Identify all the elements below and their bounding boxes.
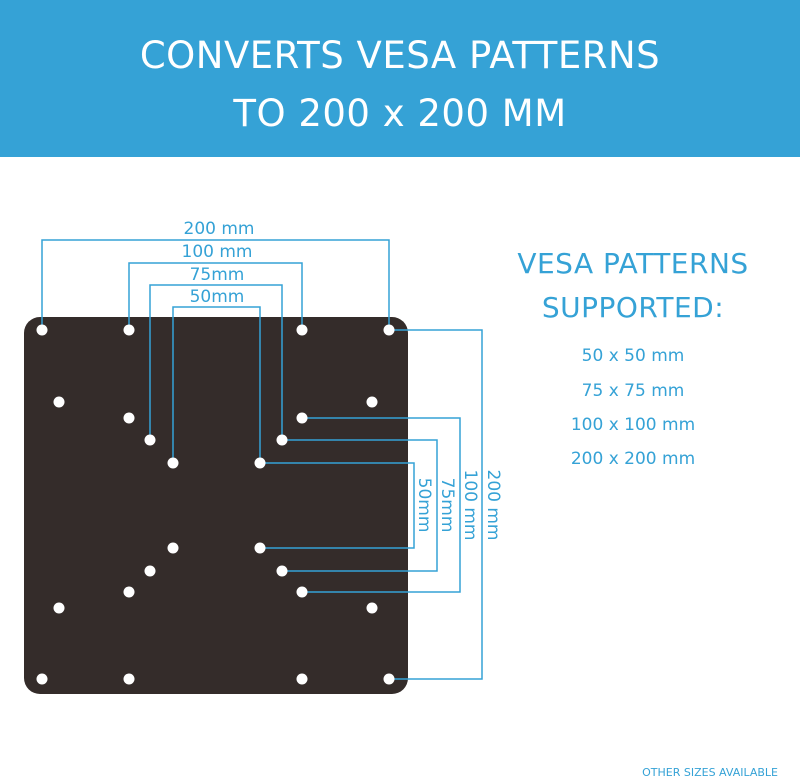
other-sizes-note: OTHER SIZES AVAILABLE [642,766,778,779]
mount-hole [276,565,288,577]
mount-hole [167,457,179,469]
mount-hole [123,586,135,598]
mount-hole [383,673,395,685]
dim-label-75-height: 75mm [437,478,457,533]
banner-title-line-1: CONVERTS VESA PATTERNS [139,34,661,77]
dim-line-75-height [282,439,438,572]
mount-hole [144,565,156,577]
adapter-plate [24,317,408,694]
dim-line-50-height [260,462,415,549]
supported-title-line-2: SUPPORTED: [541,291,725,324]
mount-hole [276,434,288,446]
header-banner: CONVERTS VESA PATTERNS TO 200 x 200 MM [0,0,800,157]
banner-title-line-2: TO 200 x 200 MM [233,92,567,135]
dim-label-50-width: 50mm [190,287,245,307]
dim-line-50-width [172,306,261,462]
mount-hole [144,434,156,446]
dim-line-200-height [389,329,483,680]
mount-hole [383,324,395,336]
dim-line-100-width [128,262,303,330]
mount-hole [167,542,179,554]
dim-label-200-width: 200 mm [184,219,255,239]
dim-line-100-height [302,417,461,593]
dim-label-75-width: 75mm [190,265,245,285]
pattern-item: 50 x 50 mm [581,346,685,366]
mount-hole [296,673,308,685]
mount-hole [53,396,65,408]
mount-hole [254,457,266,469]
mount-hole [53,602,65,614]
mount-hole [123,673,135,685]
dim-line-75-width [149,284,283,438]
mount-hole [366,396,378,408]
dim-line-200-width [41,239,390,330]
mount-hole [296,586,308,598]
pattern-item: 75 x 75 mm [581,381,685,401]
supported-title-line-1: VESA PATTERNS [517,247,749,280]
mount-hole [123,324,135,336]
mount-hole [36,324,48,336]
mount-hole [36,673,48,685]
dim-label-100-width: 100 mm [182,242,253,262]
mount-hole [254,542,266,554]
mount-hole [123,412,135,424]
dim-label-200-height: 200 mm [483,470,503,541]
mount-hole [366,602,378,614]
dim-label-50-height: 50mm [414,478,434,533]
mount-hole [296,412,308,424]
pattern-item: 100 x 100 mm [570,415,696,435]
mount-hole [296,324,308,336]
dim-label-100-height: 100 mm [460,470,480,541]
pattern-item: 200 x 200 mm [570,449,696,469]
